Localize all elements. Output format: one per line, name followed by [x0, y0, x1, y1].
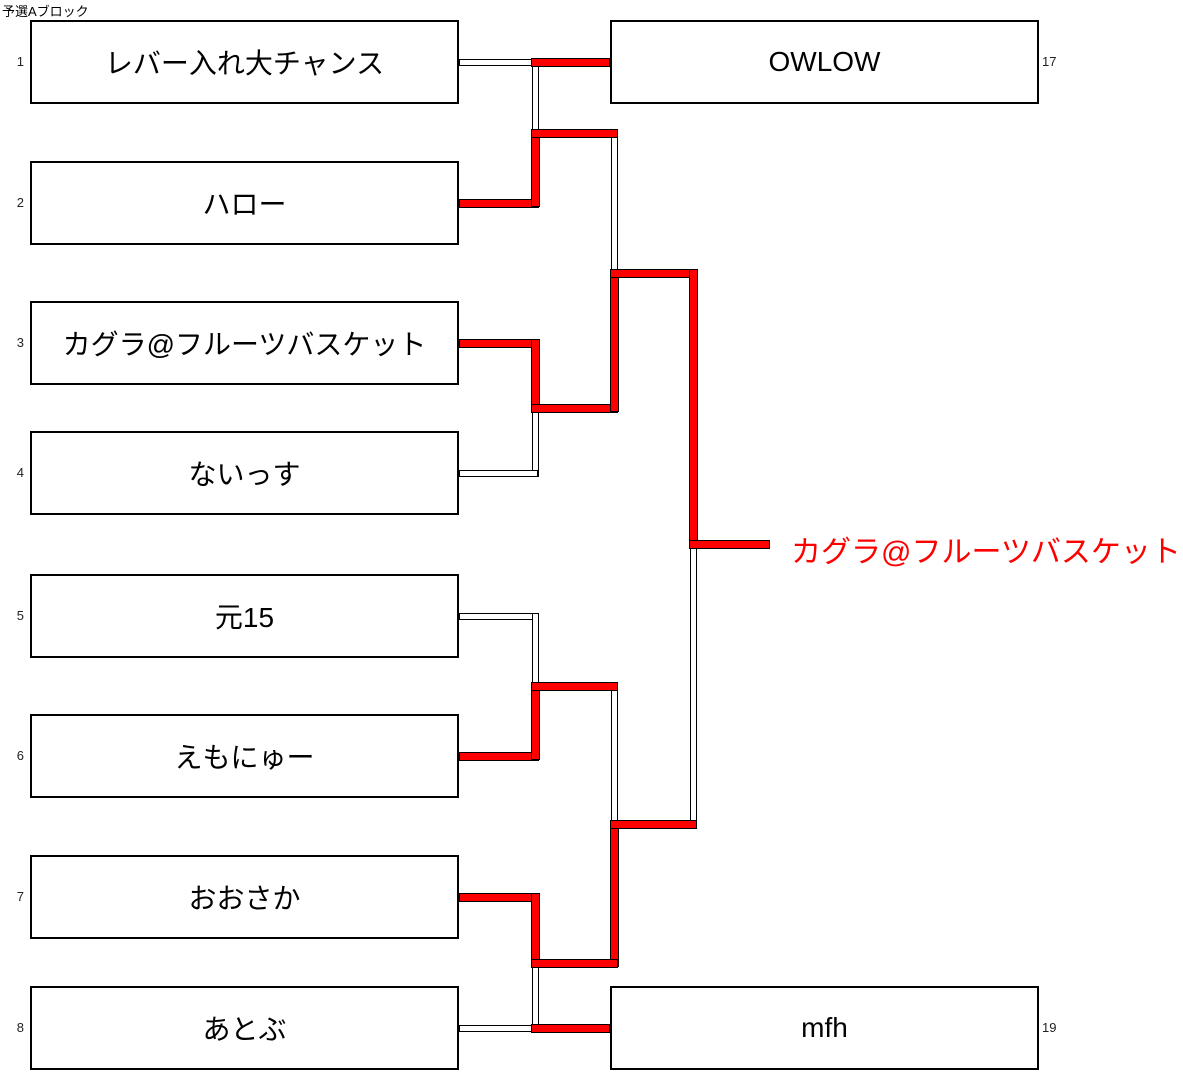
bracket-line	[459, 1025, 535, 1032]
winner-path-line	[459, 339, 539, 348]
seed-number-19: 19	[1042, 1020, 1057, 1035]
seed-number-5: 5	[16, 608, 24, 623]
seed-number-6: 6	[16, 748, 24, 763]
winner-path-line	[531, 339, 540, 412]
seed-number-17: 17	[1042, 54, 1057, 69]
entry-name: ハロー	[202, 189, 287, 220]
entry-box-8: あとぶ	[30, 986, 459, 1070]
bracket-line	[532, 404, 539, 477]
entry-name: えもにゅー	[174, 742, 315, 773]
entry-box-17: OWLOW	[610, 20, 1039, 104]
bracket-line	[532, 613, 539, 690]
entry-name: OWLOW	[768, 46, 881, 77]
entry-name: ないっす	[188, 459, 301, 490]
seed-number-8: 8	[16, 1020, 24, 1035]
winner-path-line	[689, 269, 698, 548]
seed-number-1: 1	[16, 54, 24, 69]
winner-path-line	[459, 199, 539, 208]
entry-box-6: えもにゅー	[30, 714, 459, 798]
block-title: 予選Aブロック	[2, 4, 89, 19]
winner-path-line	[531, 682, 540, 760]
winner-path-line	[531, 682, 618, 691]
entry-box-2: ハロー	[30, 161, 459, 245]
entry-name: mfh	[801, 1012, 848, 1043]
winner-path-line	[531, 404, 618, 413]
entry-box-4: ないっす	[30, 431, 459, 515]
winner-path-line	[531, 959, 618, 968]
entry-name: おおさか	[188, 883, 301, 914]
bracket-line	[690, 540, 697, 828]
bracket-line	[611, 682, 618, 828]
entry-box-1: レバー入れ大チャンス	[30, 20, 459, 104]
winner-path-line	[531, 129, 540, 207]
entry-name: 元15	[214, 602, 275, 633]
winner-path-line	[689, 540, 770, 549]
seed-number-4: 4	[16, 465, 24, 480]
entry-name: カグラ@フルーツバスケット	[62, 329, 427, 360]
entry-box-3: カグラ@フルーツバスケット	[30, 301, 459, 385]
seed-number-3: 3	[16, 335, 24, 350]
winner-path-line	[610, 820, 619, 967]
entry-name: あとぶ	[202, 1014, 287, 1045]
entry-box-19: mfh	[610, 986, 1039, 1070]
winner-path-line	[459, 752, 539, 761]
champion-label: カグラ@フルーツバスケット	[791, 536, 1181, 569]
winner-path-line	[459, 893, 539, 902]
winner-path-line	[610, 269, 697, 278]
seed-number-7: 7	[16, 889, 24, 904]
bracket-line	[459, 59, 535, 66]
bracket-line	[459, 470, 538, 477]
bracket-line	[459, 613, 538, 620]
winner-path-line	[531, 129, 618, 138]
seed-number-2: 2	[16, 195, 24, 210]
bracket-line	[532, 959, 539, 1031]
winner-path-line	[531, 1024, 610, 1033]
winner-path-line	[531, 893, 540, 967]
entry-box-7: おおさか	[30, 855, 459, 939]
winner-path-line	[610, 269, 619, 412]
entry-box-5: 元15	[30, 574, 459, 658]
winner-path-line	[610, 820, 697, 829]
entry-name: レバー入れ大チャンス	[104, 48, 385, 79]
winner-path-line	[531, 58, 610, 67]
bracket-line	[611, 130, 618, 277]
bracket-line	[532, 59, 539, 136]
